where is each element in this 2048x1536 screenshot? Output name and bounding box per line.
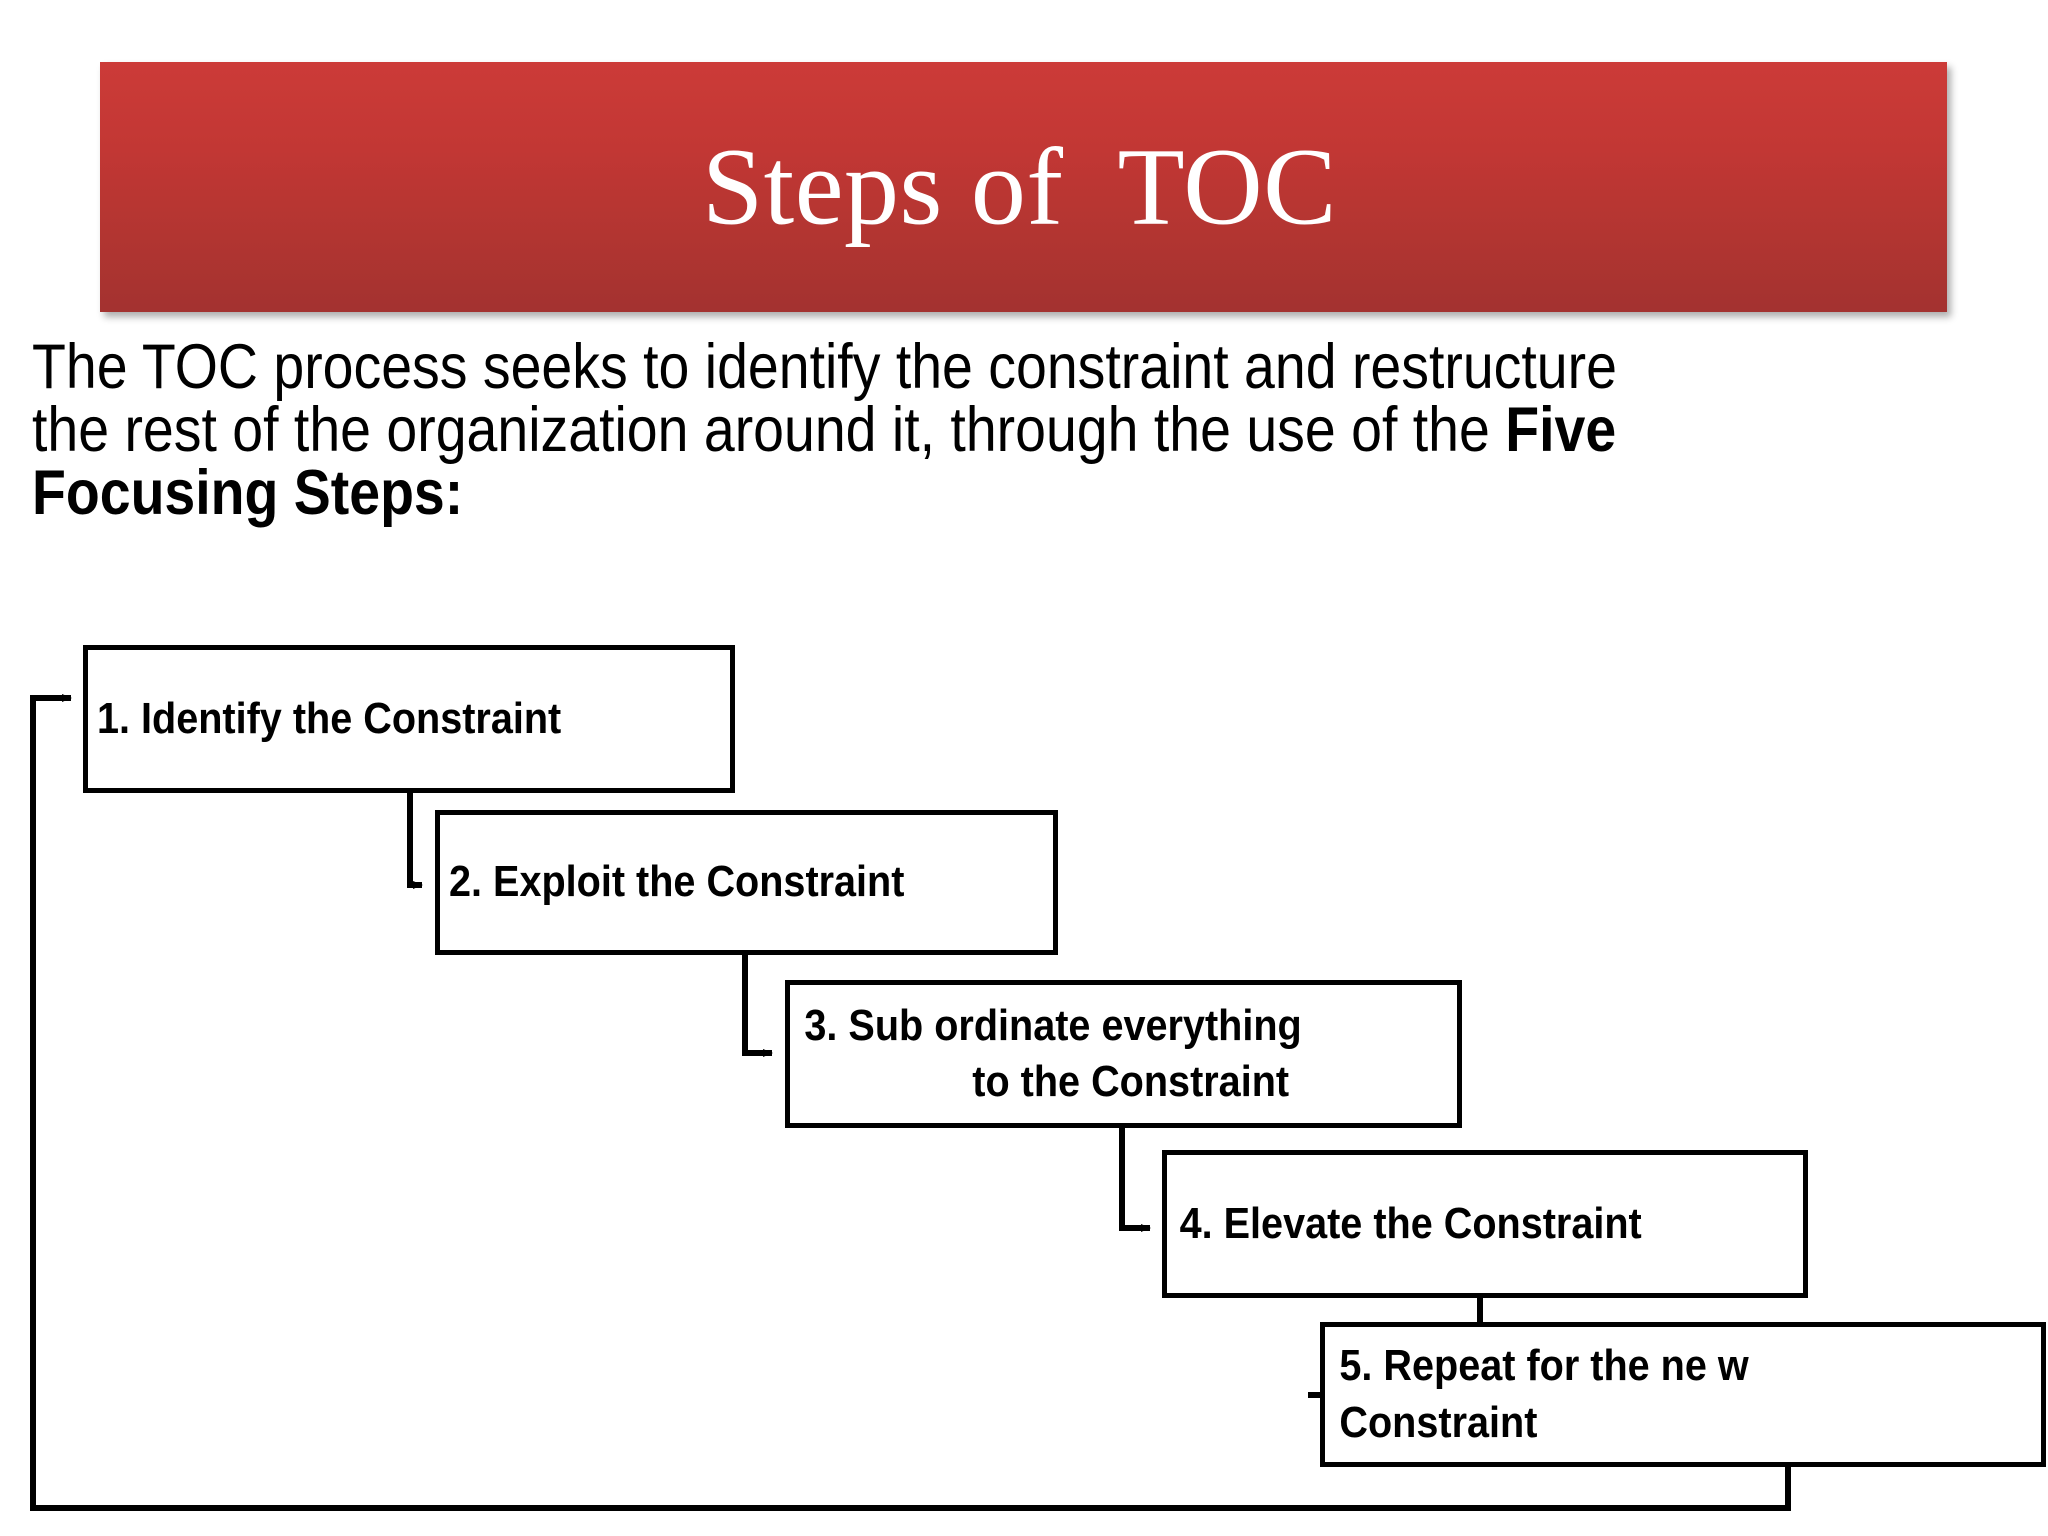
connector-step2-to-step3 — [742, 955, 773, 1057]
body-paragraph: The TOC process seeks to identify the co… — [32, 336, 1783, 525]
connector-step3-to-step4 — [1119, 1128, 1151, 1232]
flow-box-step-4-label: 4. Elevate the Constraint — [1179, 1198, 1642, 1248]
flow-box-step-2-label: 2. Exploit the Constraint — [449, 857, 905, 907]
paragraph-line-2-normal: the rest of the organization around it, … — [32, 395, 1506, 465]
flow-box-step-5[interactable]: 5. Repeat for the ne w Constraint — [1320, 1322, 2046, 1467]
flow-box-step-5-label-line-2: Constraint — [1339, 1397, 1538, 1447]
flow-box-step-1-label: 1. Identify the Constraint — [97, 693, 562, 743]
flow-box-step-3-label-line-2: to the Constraint — [972, 1057, 1290, 1106]
connector-step5-to-step1-feedback — [30, 694, 1791, 1511]
paragraph-emphasis-five: Five — [1505, 395, 1617, 465]
connector-step1-to-step2 — [407, 793, 423, 889]
flow-box-step-1[interactable]: 1. Identify the Constraint — [83, 645, 735, 793]
flow-box-step-5-label-line-1: 5. Repeat for the ne w — [1339, 1341, 1749, 1391]
flow-box-step-4[interactable]: 4. Elevate the Constraint — [1162, 1150, 1808, 1298]
paragraph-line-3: Focusing Steps: — [32, 458, 464, 528]
page-title: Steps of TOC — [701, 125, 1338, 248]
paragraph-line-2: the rest of the organization around it, … — [32, 399, 1783, 462]
flow-box-step-3[interactable]: 3. Sub ordinate everything to the Constr… — [785, 980, 1462, 1128]
flow-box-step-2[interactable]: 2. Exploit the Constraint — [435, 810, 1058, 955]
flow-box-step-3-label-line-1: 3. Sub ordinate everything — [804, 1000, 1302, 1050]
title-banner: Steps of TOC — [100, 62, 1947, 312]
paragraph-line-1: The TOC process seeks to identify the co… — [32, 332, 1617, 402]
